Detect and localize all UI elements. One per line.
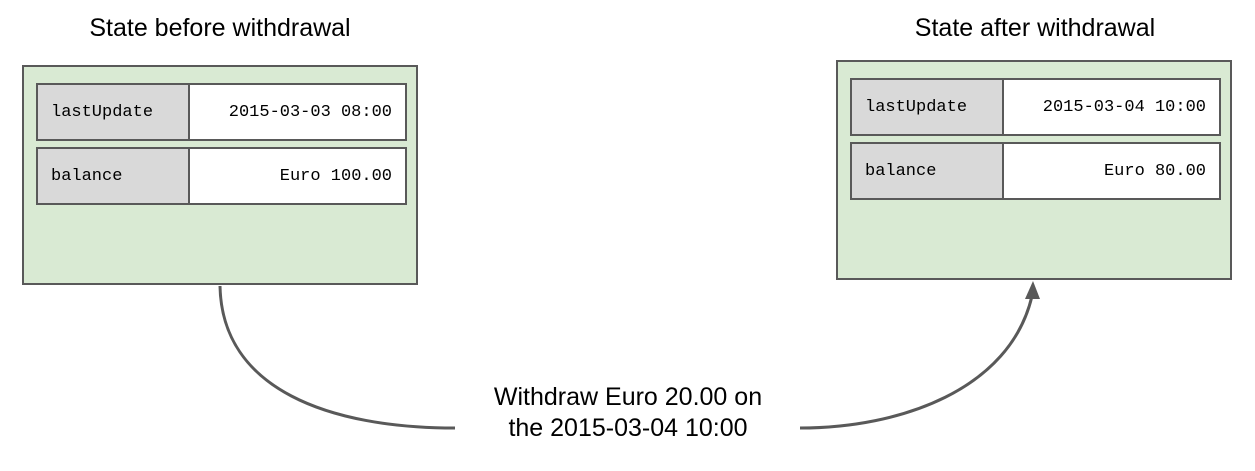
field-key: lastUpdate (852, 80, 1004, 134)
before-state-title: State before withdrawal (89, 14, 351, 42)
field-value: Euro 80.00 (1103, 161, 1206, 181)
field-row-balance: balance Euro 80.00 (850, 142, 1221, 200)
field-row-lastupdate: lastUpdate 2015-03-03 08:00 (36, 83, 407, 141)
field-key: balance (38, 149, 190, 203)
flow-curve-left (218, 285, 456, 430)
field-value: Euro 100.00 (279, 166, 392, 186)
after-state-box: lastUpdate 2015-03-04 10:00 balance Euro… (836, 60, 1232, 280)
field-row-balance: balance Euro 100.00 (36, 147, 407, 205)
transition-label: Withdraw Euro 20.00 on the 2015-03-04 10… (460, 382, 796, 444)
flow-curve-right (799, 295, 1034, 430)
before-state-box: lastUpdate 2015-03-03 08:00 balance Euro… (22, 65, 418, 285)
after-state-title: State after withdrawal (914, 14, 1156, 42)
field-value: 2015-03-04 10:00 (1042, 97, 1206, 117)
arrowhead-icon (1025, 281, 1040, 299)
transition-label-line: the 2015-03-04 10:00 (508, 414, 748, 442)
field-value: 2015-03-03 08:00 (228, 102, 392, 122)
field-key: lastUpdate (38, 85, 190, 139)
transition-label-line: Withdraw Euro 20.00 on (493, 383, 763, 411)
field-key: balance (852, 144, 1004, 198)
field-row-lastupdate: lastUpdate 2015-03-04 10:00 (850, 78, 1221, 136)
